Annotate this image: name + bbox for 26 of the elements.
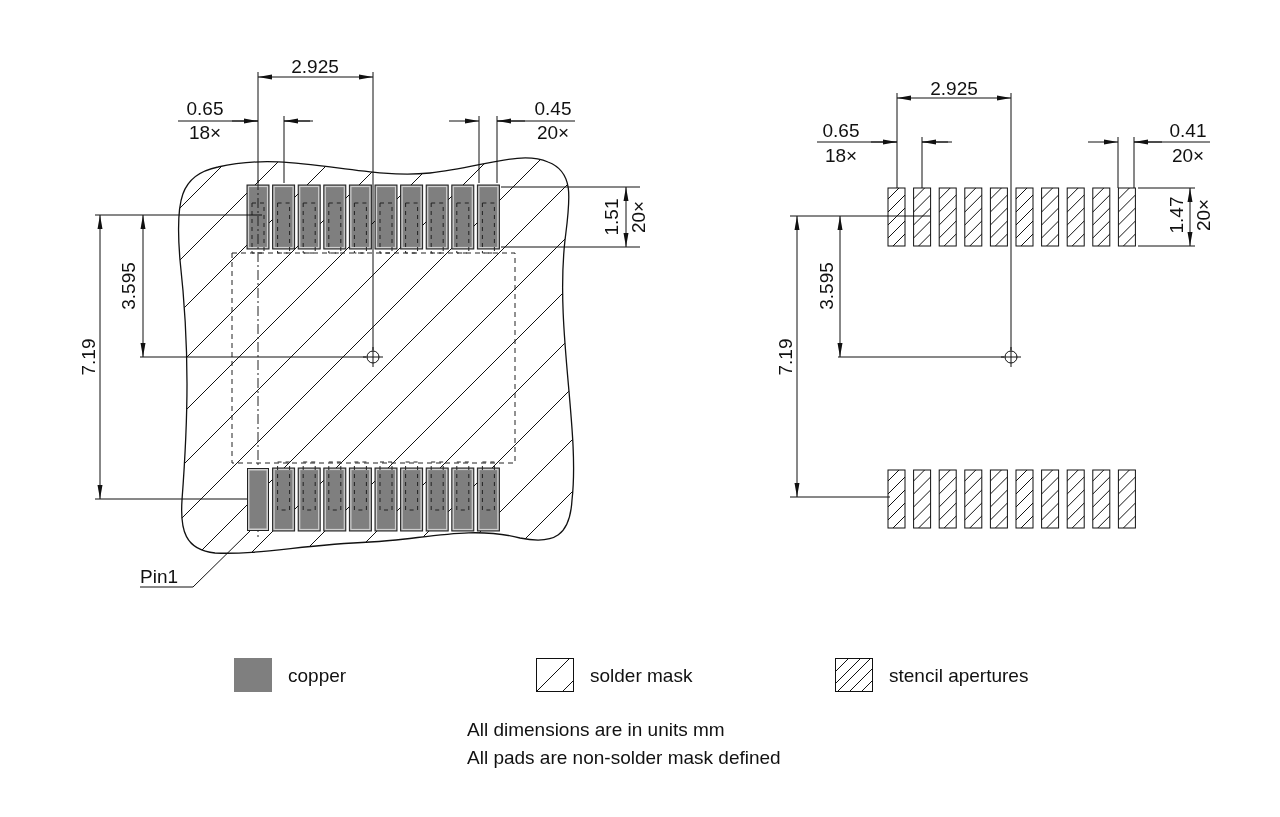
dimension-value: 20× [628,200,648,234]
dimension-value: 0.41 [1169,120,1207,140]
note-text: All pads are non-solder mask defined [467,747,781,767]
dimension-value: 1.51 [601,198,621,236]
dimension-value: 1.47 [1166,196,1186,234]
dimension-value: 3.595 [816,262,836,310]
dimension-value: 20× [1171,145,1205,165]
dimension-value: 18× [188,122,222,142]
dimension-value: 7.19 [775,338,795,376]
dimension-value: 0.45 [534,98,572,118]
dimension-value: 0.65 [186,98,224,118]
pin-label: Pin1 [140,567,179,586]
dimension-value: 3.595 [118,262,138,310]
pin-pad [247,468,269,531]
leader-line [139,530,251,588]
dimension-value: 18× [824,145,858,165]
dimension-value: 2.925 [291,56,339,76]
note-text: All dimensions are in units mm [467,719,725,739]
dimension-value: 0.65 [822,120,860,140]
dimension-value: 7.19 [78,338,98,376]
dimension-value: 20× [536,122,570,142]
legend-label: stencil apertures [889,665,1029,685]
legend-label: copper [288,665,347,685]
dimension-value: 20× [1193,198,1213,232]
dimension-value: 2.925 [930,78,978,98]
legend-label: solder mask [590,665,693,685]
